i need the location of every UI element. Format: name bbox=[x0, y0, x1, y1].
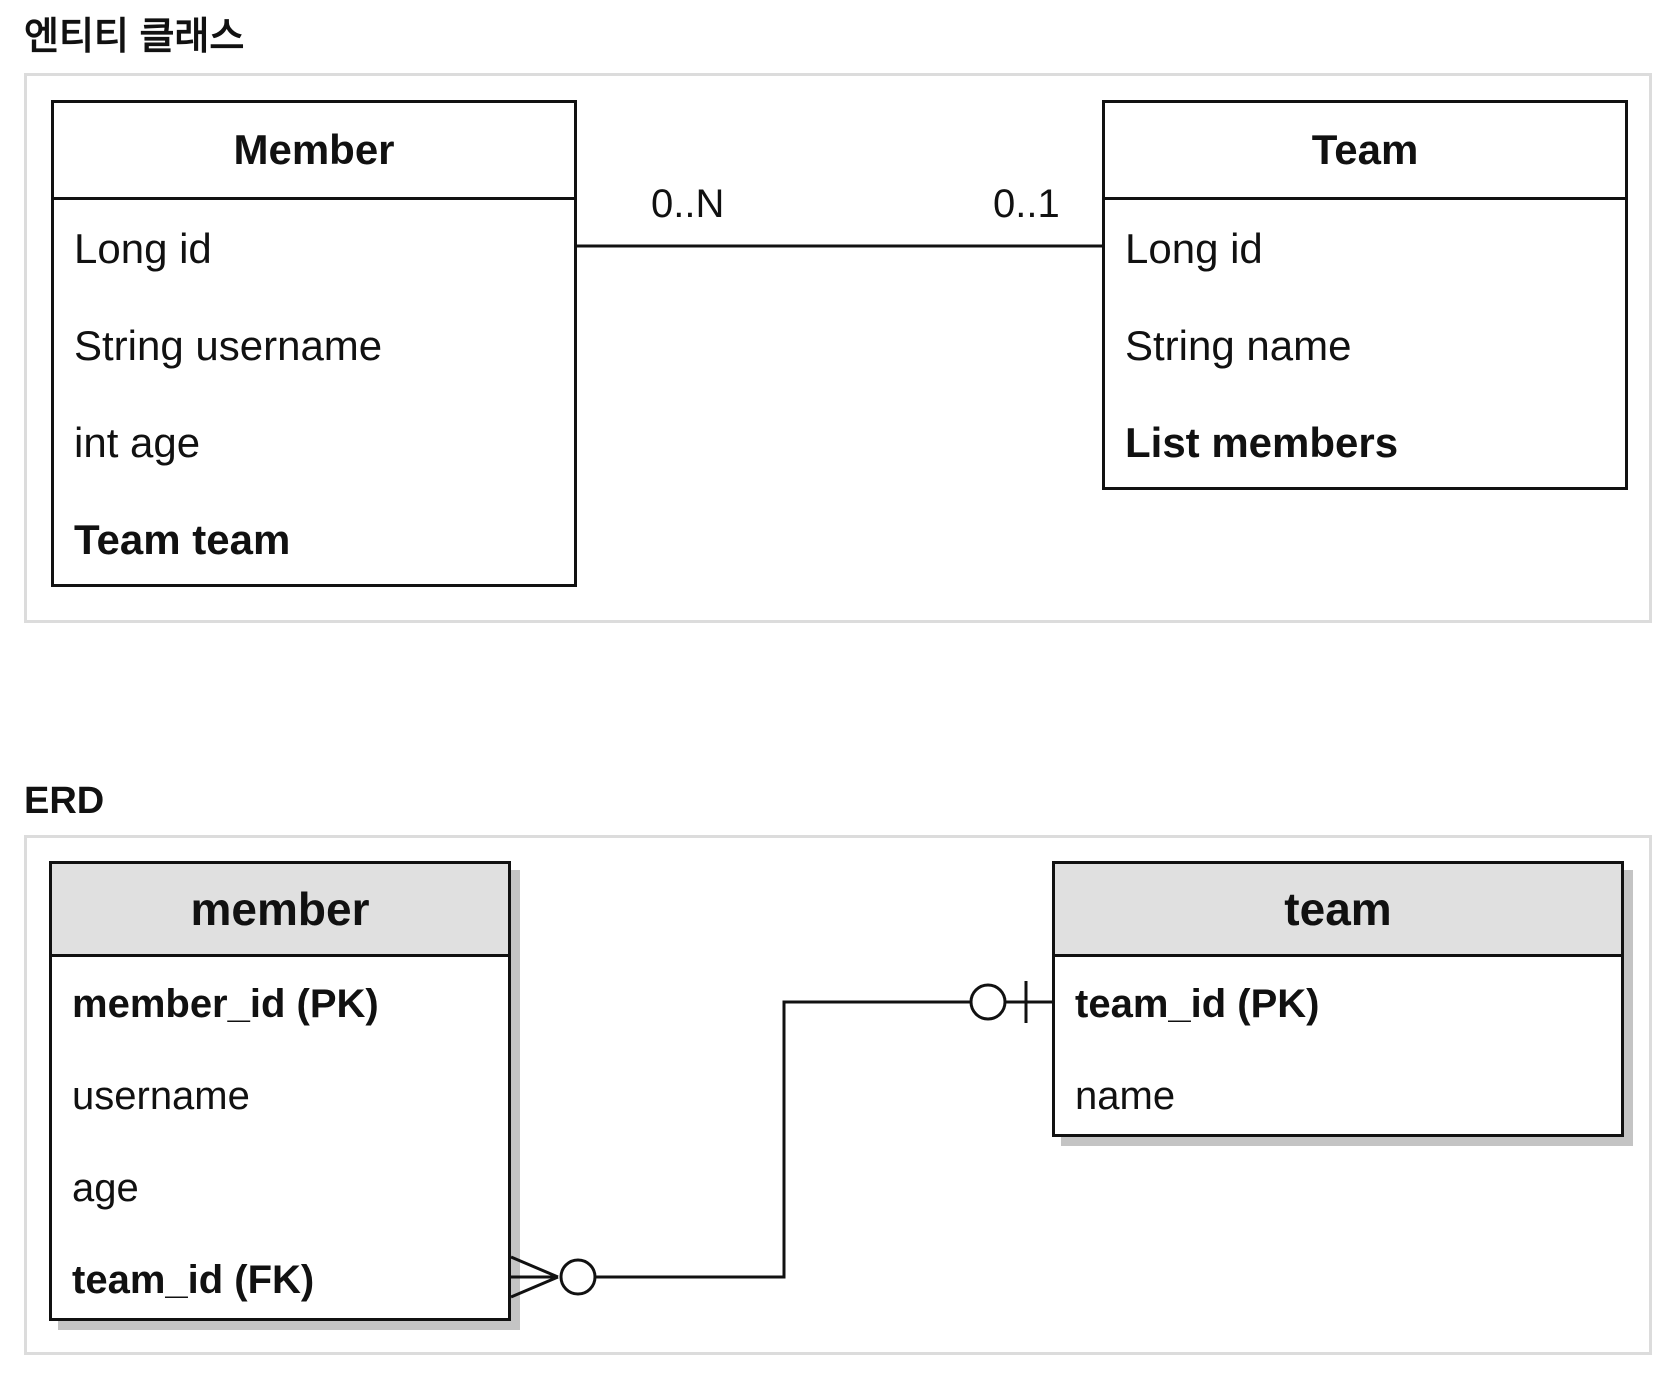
member-table: member member_id (PK) username age team_… bbox=[49, 861, 511, 1321]
erd-diagram-frame: member member_id (PK) username age team_… bbox=[24, 835, 1652, 1355]
member-table-name: member bbox=[52, 864, 508, 957]
member-field-username: String username bbox=[74, 322, 383, 369]
team-field-members: List members bbox=[1125, 419, 1399, 466]
crows-foot-upper-prong bbox=[510, 1255, 559, 1279]
zero-circle-team-end bbox=[969, 983, 1007, 1021]
member-class-name: Member bbox=[54, 103, 574, 200]
team-table: team team_id (PK) name bbox=[1052, 861, 1624, 1137]
team-class-box: Team Long id String name List members bbox=[1102, 100, 1628, 490]
erd-section-title: ERD bbox=[24, 780, 105, 822]
member-column-username: username bbox=[72, 1074, 250, 1118]
member-column-age: age bbox=[72, 1166, 139, 1210]
relationship-line-layer bbox=[510, 981, 1052, 1299]
member-field-team: Team team bbox=[74, 516, 291, 563]
member-field-age: int age bbox=[74, 419, 201, 466]
relationship-line bbox=[577, 1000, 979, 1279]
team-field-id: Long id bbox=[1125, 225, 1263, 272]
member-column-team-id: team_id (FK) bbox=[72, 1258, 315, 1302]
crows-foot-lower-prong bbox=[510, 1275, 559, 1299]
zero-circle-member-end bbox=[559, 1258, 597, 1296]
team-column-team-id: team_id (PK) bbox=[1075, 982, 1320, 1026]
team-table-name: team bbox=[1055, 864, 1621, 957]
multiplicity-team-end: 0..1 bbox=[993, 182, 1060, 226]
multiplicity-member-end: 0..N bbox=[651, 182, 725, 226]
member-field-id: Long id bbox=[74, 225, 212, 272]
team-class-name: Team bbox=[1105, 103, 1625, 200]
team-field-name: String name bbox=[1125, 322, 1352, 369]
association-line-layer bbox=[577, 244, 1102, 248]
entity-class-section-title: 엔티티 클래스 bbox=[24, 16, 245, 58]
member-class-box: Member Long id String username int age T… bbox=[51, 100, 577, 587]
entity-class-diagram-frame: Member Long id String username int age T… bbox=[24, 73, 1652, 623]
member-column-member-id: member_id (PK) bbox=[72, 982, 379, 1026]
team-column-name: name bbox=[1075, 1074, 1176, 1118]
